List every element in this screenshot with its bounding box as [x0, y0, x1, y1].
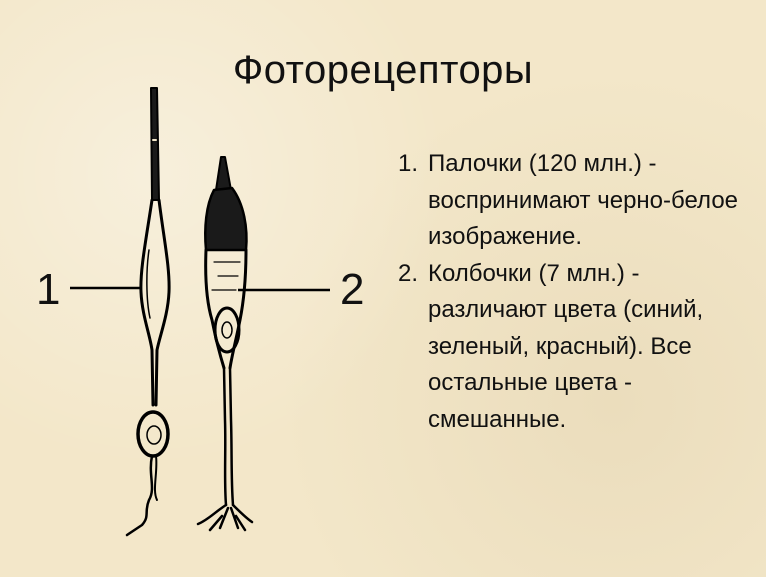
list-item: 1. Палочки (120 млн.) - воспринимают чер…: [398, 146, 738, 256]
label-1: 1: [36, 265, 61, 314]
label-2: 2: [340, 265, 365, 314]
list-item-text: Колбочки (7 млн.) - различают цвета (син…: [428, 259, 704, 433]
list-item-number: 1.: [398, 150, 419, 177]
rod-cell: [125, 87, 171, 537]
page-title: Фоторецепторы: [232, 48, 534, 92]
list-item: 2. Колбочки (7 млн.) - различают цвета (…: [398, 256, 738, 439]
list-item-text: Палочки (120 млн.) - воспринимают черно-…: [428, 150, 739, 250]
list-item-number: 2.: [398, 259, 419, 287]
photoreceptor-list: 1. Палочки (120 млн.) - воспринимают чер…: [398, 146, 738, 438]
cone-cell: [196, 156, 254, 532]
